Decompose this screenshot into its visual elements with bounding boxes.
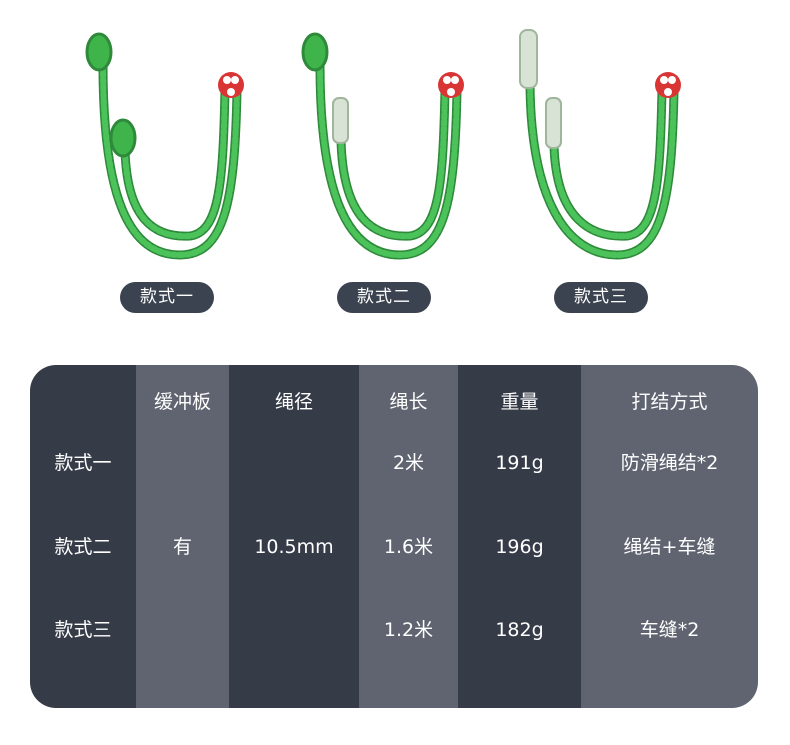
column-knot-method: 打结方式 防滑绳结*2 绳结+车缝 车缝*2 xyxy=(581,365,758,708)
diameter-value: 10.5mm xyxy=(254,536,334,558)
header-weight: 重量 xyxy=(500,391,539,413)
header-knot-method: 打结方式 xyxy=(631,391,708,413)
column-style-names: 款式一 款式二 款式三 xyxy=(30,365,136,708)
product-image-style-2 xyxy=(295,20,465,270)
style-label-1: 款式一 xyxy=(120,282,214,313)
header-length: 绳长 xyxy=(389,391,428,413)
product-image-style-3 xyxy=(512,20,682,270)
column-diameter: 绳径 10.5mm xyxy=(229,365,359,708)
row-name-2: 款式二 xyxy=(54,536,112,558)
length-value-3: 1.2米 xyxy=(383,619,434,641)
length-value-2: 1.6米 xyxy=(383,536,434,558)
length-value-1: 2米 xyxy=(392,452,425,474)
style-label-2: 款式二 xyxy=(337,282,431,313)
weight-value-2: 196g xyxy=(495,536,544,558)
row-name-1: 款式一 xyxy=(54,452,112,474)
pulley-icon xyxy=(655,72,681,98)
knot-value-1: 防滑绳结*2 xyxy=(620,452,719,474)
product-image-style-1 xyxy=(75,20,245,270)
knot-value-2: 绳结+车缝 xyxy=(623,536,716,558)
column-weight: 重量 191g 196g 182g xyxy=(458,365,581,708)
header-diameter: 绳径 xyxy=(274,391,313,413)
weight-value-3: 182g xyxy=(495,619,544,641)
weight-value-1: 191g xyxy=(495,452,544,474)
column-length: 绳长 2米 1.6米 1.2米 xyxy=(359,365,458,708)
buffer-plate-value: 有 xyxy=(172,536,192,558)
spec-table: 款式一 款式二 款式三 缓冲板 有 绳径 10.5mm 绳长 2米 1.6米 1… xyxy=(30,365,758,708)
pulley-icon xyxy=(438,72,464,98)
pulley-icon xyxy=(218,72,244,98)
header-buffer-plate: 缓冲板 xyxy=(153,391,211,413)
knot-value-3: 车缝*2 xyxy=(639,619,700,641)
row-name-3: 款式三 xyxy=(54,619,112,641)
column-buffer-plate: 缓冲板 有 xyxy=(136,365,229,708)
style-label-3: 款式三 xyxy=(554,282,648,313)
